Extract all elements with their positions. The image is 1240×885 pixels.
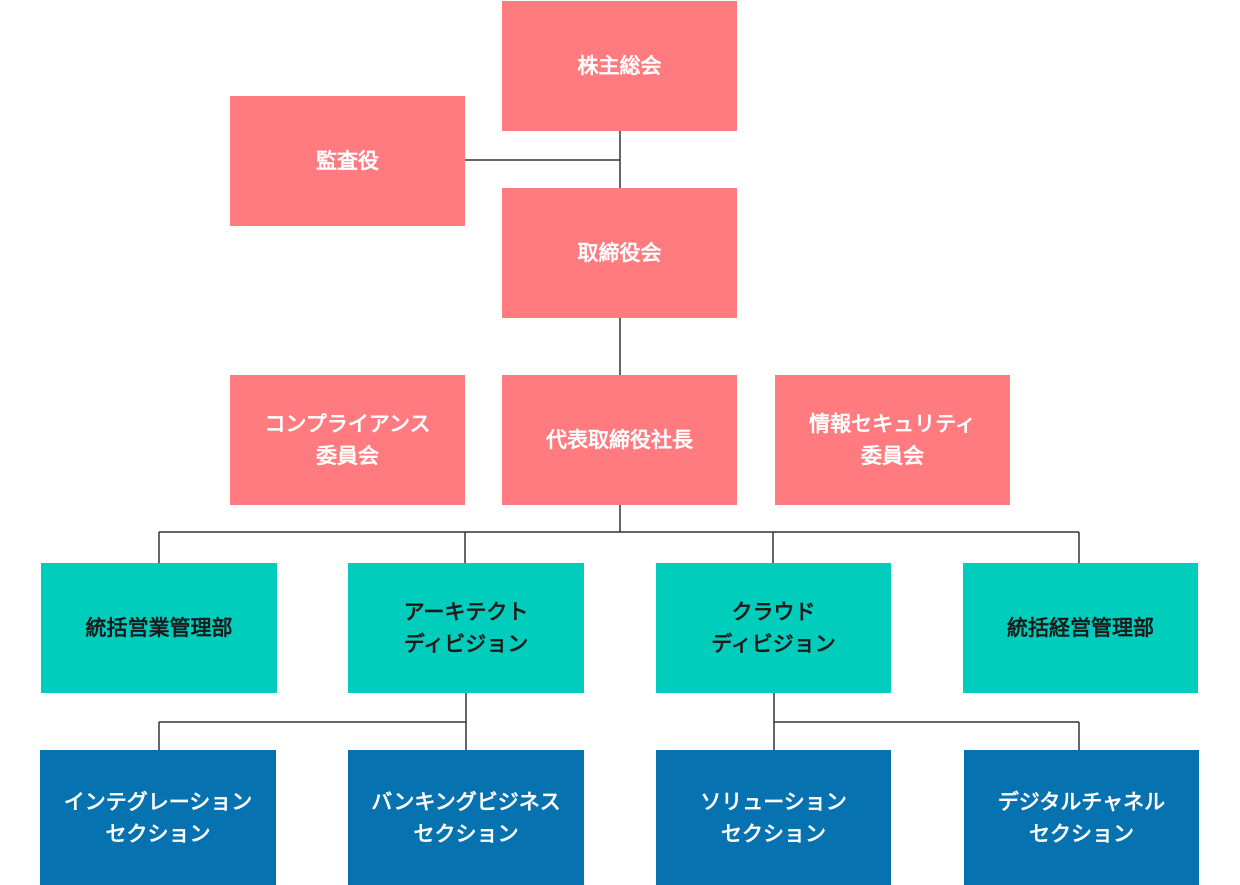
node-label: 株主総会 [577, 54, 662, 78]
node-label: 取締役会 [577, 241, 662, 265]
node-auditor: 監査役 [230, 96, 465, 226]
node-integration-section: インテグレーション セクション [40, 750, 276, 885]
node-label: コンプライアンス 委員会 [264, 412, 431, 468]
node-label: バンキングビジネス セクション [371, 789, 561, 846]
node-banking-business-section: バンキングビジネス セクション [348, 750, 584, 885]
node-label: アーキテクト ディビジョン [403, 600, 529, 656]
node-label: 情報セキュリティ 委員会 [809, 412, 976, 468]
node-label: 代表取締役社長 [546, 428, 693, 452]
node-label: デジタルチャネル セクション [997, 789, 1166, 846]
node-digital-channel-section: デジタルチャネル セクション [964, 750, 1199, 885]
node-business-management-dept: 統括経営管理部 [963, 563, 1198, 693]
node-label: 監査役 [316, 149, 379, 173]
node-board-of-directors: 取締役会 [502, 188, 737, 318]
node-shareholders-meeting: 株主総会 [502, 1, 737, 131]
node-architect-division: アーキテクト ディビジョン [348, 563, 584, 693]
node-label: ソリューション セクション [700, 789, 847, 846]
node-label: クラウド ディビジョン [711, 600, 836, 656]
node-cloud-division: クラウド ディビジョン [656, 563, 891, 693]
node-solution-section: ソリューション セクション [656, 750, 891, 885]
node-label: 統括経営管理部 [1007, 616, 1154, 640]
node-compliance-committee: コンプライアンス 委員会 [230, 375, 465, 505]
node-information-security-committee: 情報セキュリティ 委員会 [775, 375, 1010, 505]
node-sales-management-dept: 統括営業管理部 [41, 563, 277, 693]
node-label: インテグレーション セクション [63, 789, 253, 846]
node-label: 統括営業管理部 [85, 616, 233, 640]
node-president-ceo: 代表取締役社長 [502, 375, 737, 505]
